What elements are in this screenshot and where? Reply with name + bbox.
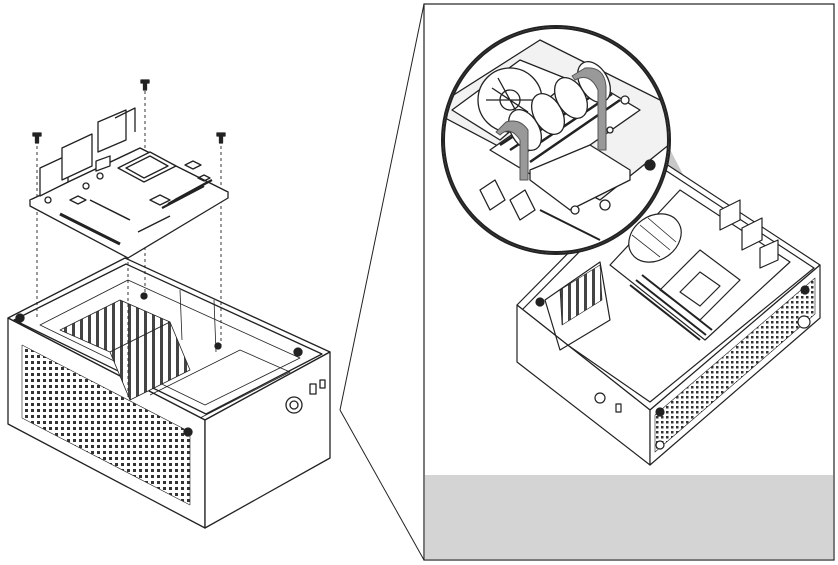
zoom-callout-circle xyxy=(441,25,671,255)
motherboard xyxy=(29,107,229,259)
screw-icon xyxy=(140,79,150,91)
chassis-right xyxy=(516,159,821,466)
direction-arrows-icon xyxy=(495,67,607,181)
left-exploded-view xyxy=(7,79,331,529)
front-vent-grille xyxy=(21,344,191,506)
power-button-icon xyxy=(285,396,303,414)
screw-icon xyxy=(32,132,42,144)
power-button-icon xyxy=(594,392,606,404)
chassis-left xyxy=(7,257,331,529)
screws xyxy=(32,79,226,144)
screw-icon xyxy=(216,132,226,144)
cpu-socket xyxy=(117,151,177,183)
side-vent-grille xyxy=(654,277,816,453)
right-detail-panel xyxy=(423,3,835,561)
usb-port-icon xyxy=(309,383,317,395)
footer-band xyxy=(425,475,833,559)
screw-guide-lines xyxy=(36,85,222,398)
callout-connector-lines xyxy=(339,3,425,561)
